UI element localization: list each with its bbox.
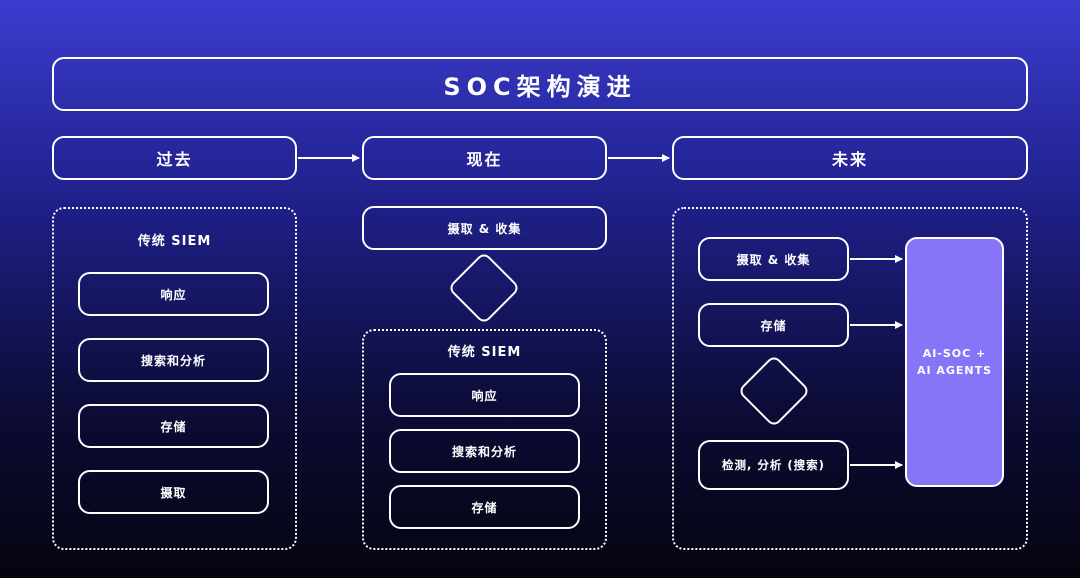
past-item-storage: 存储 [78,404,269,448]
past-item-response: 响应 [78,272,269,316]
present-item-label: 存储 [471,500,498,515]
ai-soc-agents-box: AI-SOC + AI AGENTS [905,237,1004,487]
phase-present-label: 现在 [466,150,503,169]
phase-future: 未来 [672,136,1028,180]
present-top-label: 摄取 & 收集 [447,221,522,236]
future-item-label: 存储 [760,318,787,333]
phase-past-label: 过去 [156,150,193,169]
phase-future-label: 未来 [831,150,868,169]
past-item-label: 存储 [160,419,187,434]
past-item-ingest: 摄取 [78,470,269,514]
future-item-label: 摄取 & 收集 [736,252,811,267]
past-item-label: 摄取 [160,485,187,500]
ai-box-line-2: AI AGENTS [916,364,993,377]
past-item-search-analysis: 搜索和分析 [78,338,269,382]
present-item-storage: 存储 [389,485,580,529]
present-item-label: 响应 [471,388,498,403]
present-item-response: 响应 [389,373,580,417]
future-item-detect-analysis: 检测, 分析 (搜索) [698,440,849,490]
ai-box-line-1: AI-SOC + [922,347,987,360]
present-item-label: 搜索和分析 [451,444,517,459]
past-group-title: 传统 SIEM [137,234,212,249]
past-item-label: 搜索和分析 [140,353,206,368]
future-group [672,207,1028,550]
page-title: SOC架构演进 [443,72,637,101]
present-siem-group [362,329,607,550]
present-ingest-collect: 摄取 & 收集 [362,206,607,250]
phase-past: 过去 [52,136,297,180]
past-item-label: 响应 [160,287,187,302]
past-siem-group [52,207,297,550]
phase-present: 现在 [362,136,607,180]
present-group-title: 传统 SIEM [447,345,522,360]
present-item-search-analysis: 搜索和分析 [389,429,580,473]
future-item-storage: 存储 [698,303,849,347]
future-item-ingest-collect: 摄取 & 收集 [698,237,849,281]
title-box: SOC架构演进 [52,57,1028,111]
future-item-label: 检测, 分析 (搜索) [722,458,825,472]
